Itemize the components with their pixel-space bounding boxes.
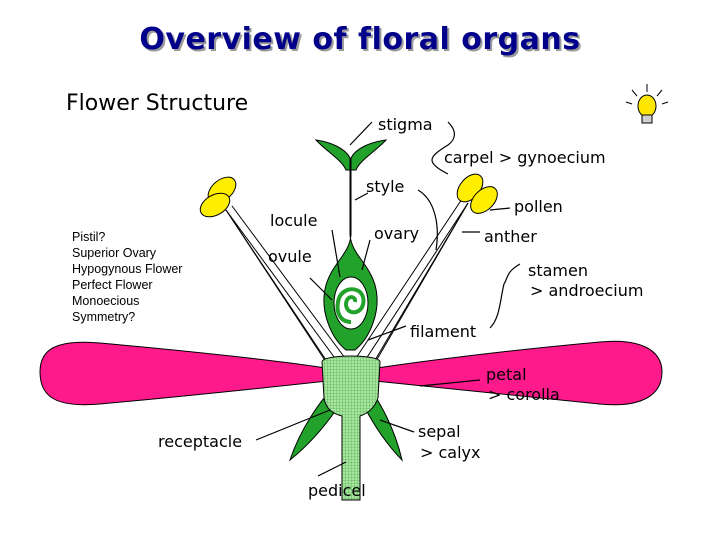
petal-right [364,340,663,406]
label-ovary: ovary [374,224,419,243]
filaments [225,198,469,373]
lightbulb-icon [625,84,669,124]
label-sepal: sepal [418,422,461,441]
ovule [335,287,366,324]
label-receptacle: receptacle [158,432,242,451]
label-anther: anther [484,227,537,246]
slide-title: Overview of floral organs [139,22,581,57]
label-androecium: > androecium [530,281,643,300]
label-petal: petal [486,365,527,384]
diagram-title: Flower Structure [66,91,248,116]
question-list: Pistil? Superior Ovary Hypogynous Flower… [72,230,182,324]
label-pedicel: pedicel [308,481,366,500]
petal-left [39,341,338,406]
label-carpel: carpel > gynoecium [444,148,606,167]
label-ovule: ovule [268,247,312,266]
receptacle [321,355,381,501]
pistil [314,139,388,351]
leader-lines [255,121,521,477]
anther-right [456,173,498,214]
label-filament: filament [410,322,476,341]
question-item: Superior Ovary [72,246,157,260]
label-stamen: stamen [528,261,588,280]
label-locule: locule [270,211,317,230]
label-style: style [366,177,404,196]
question-item: Pistil? [72,230,105,244]
label-stigma: stigma [378,115,433,134]
sepal-left [288,383,337,462]
label-corolla: > corolla [488,385,560,404]
label-calyx: > calyx [420,443,480,462]
label-pollen: pollen [514,197,563,216]
question-item: Hypogynous Flower [72,262,182,276]
question-item: Perfect Flower [72,278,153,292]
question-item: Symmetry? [72,310,135,324]
anther-left [199,176,237,218]
question-item: Monoecious [72,294,139,308]
